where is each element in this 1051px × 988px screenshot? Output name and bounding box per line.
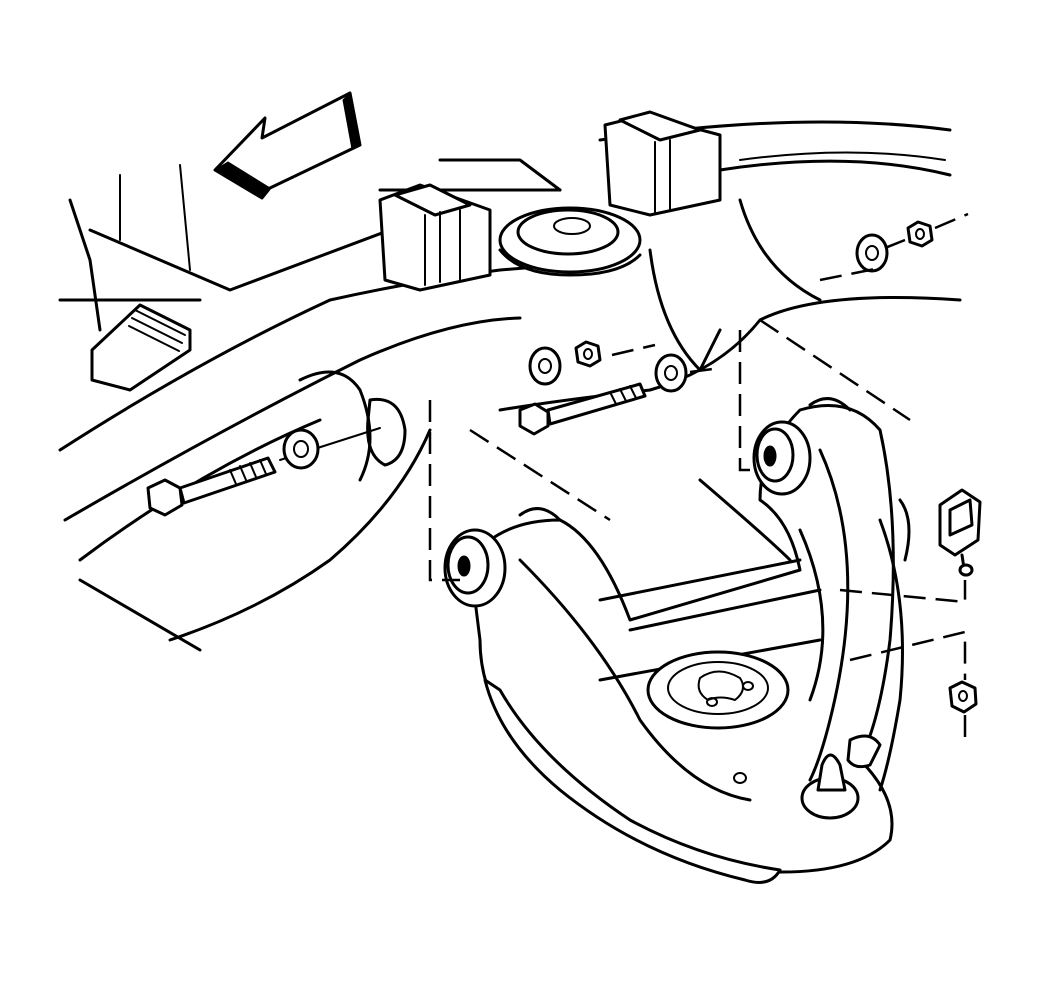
washer-rear-inner bbox=[528, 346, 562, 386]
nuts bbox=[574, 220, 934, 368]
front-pivot-bolt bbox=[146, 427, 381, 517]
washer-rear-outer bbox=[654, 353, 688, 393]
stabilizer-bracket-clip bbox=[938, 488, 982, 577]
lower-control-arm bbox=[468, 404, 911, 884]
ball-joint-stud bbox=[800, 734, 882, 820]
washers bbox=[282, 233, 889, 470]
upper-bumper-bracket-rear bbox=[378, 183, 492, 292]
washer-front-outer bbox=[282, 428, 320, 470]
direction-arrow bbox=[213, 91, 362, 200]
bracket-nut bbox=[948, 680, 978, 714]
nut-rear bbox=[574, 340, 602, 368]
lower-spring-seat bbox=[646, 650, 790, 730]
rear-bushing bbox=[752, 397, 852, 496]
spring-seat-upper bbox=[498, 206, 642, 277]
front-bushing bbox=[443, 507, 562, 608]
washer-top-right bbox=[855, 233, 889, 273]
frame-crossmember bbox=[58, 120, 962, 652]
assembly-guide-lines bbox=[428, 212, 969, 745]
upper-bumper-bracket-front bbox=[603, 110, 722, 217]
nut-top-right bbox=[906, 220, 934, 248]
rear-pivot-bolt bbox=[518, 382, 647, 436]
